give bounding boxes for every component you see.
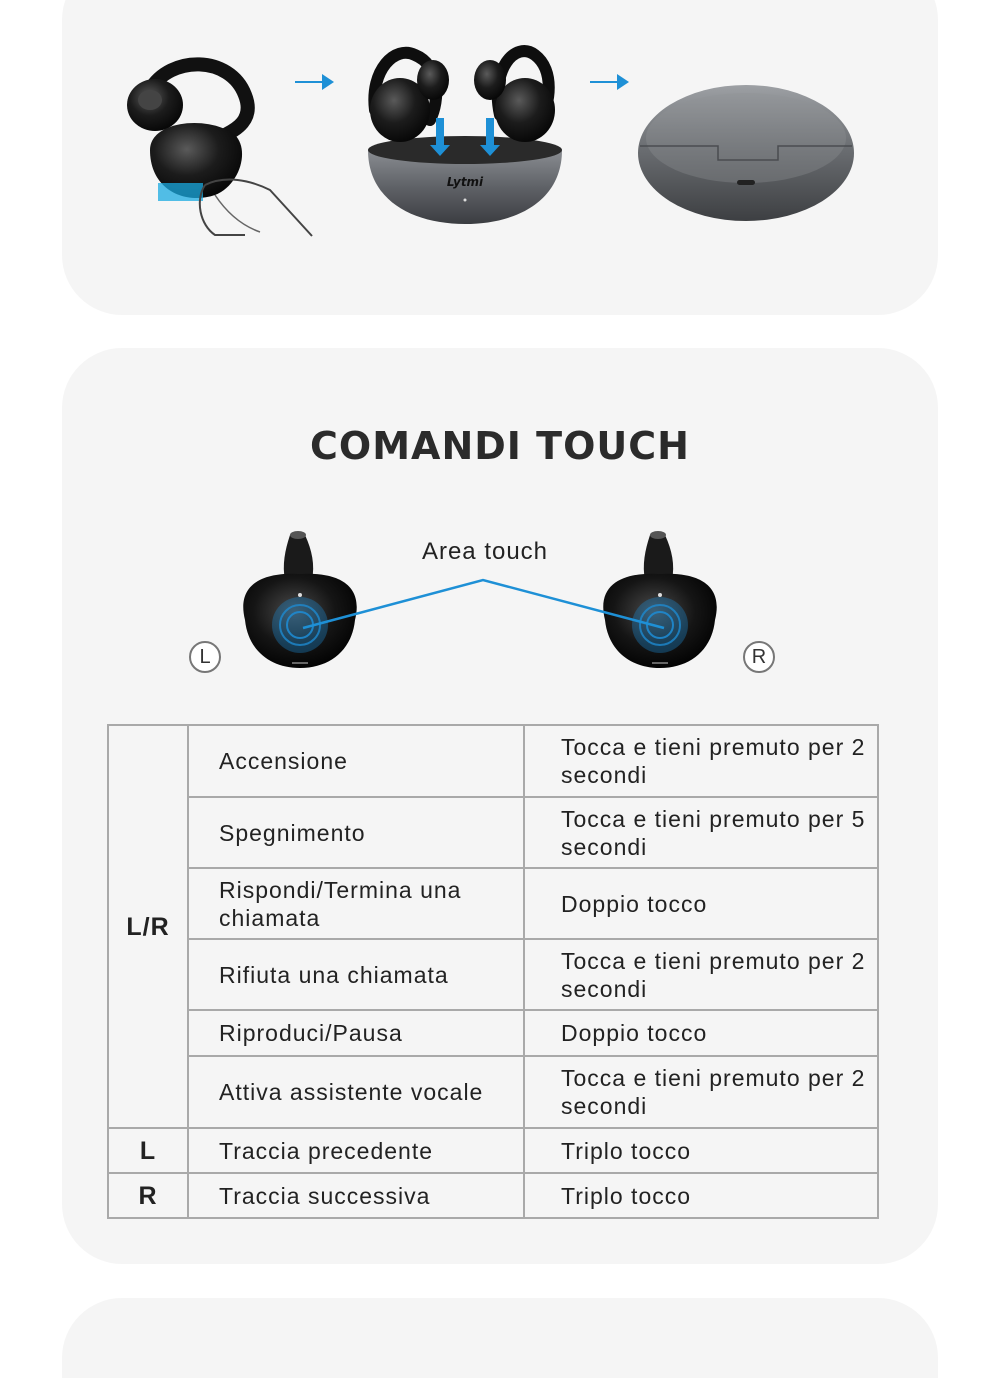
- action-cell: Tocca e tieni premuto per 5 secondi: [523, 796, 879, 869]
- right-earbud: [603, 531, 717, 668]
- side-cell: L/R: [107, 724, 189, 1129]
- action-cell: Tocca e tieni premuto per 2 secondi: [523, 938, 879, 1011]
- side-cell: R: [107, 1172, 189, 1219]
- table-row: Rispondi/Termina una chiamata Doppio toc…: [108, 867, 879, 940]
- table-row: L Traccia precedente Triplo tocco: [107, 1127, 879, 1174]
- table-row: Attiva assistente vocale Tocca e tieni p…: [108, 1055, 879, 1129]
- open-case-figure: Lytmi: [368, 45, 562, 224]
- left-side-badge: L: [189, 641, 221, 673]
- table-row: Spegnimento Tocca e tieni premuto per 5 …: [108, 796, 879, 869]
- touch-area-pointer: [302, 578, 665, 630]
- action-cell: Tocca e tieni premuto per 2 secondi: [523, 724, 879, 798]
- function-cell: Traccia precedente: [187, 1127, 525, 1174]
- touch-commands-table: L/R Accensione Tocca e tieni premuto per…: [107, 724, 879, 1219]
- function-cell: Traccia successiva: [187, 1172, 525, 1219]
- function-cell: Spegnimento: [187, 796, 525, 869]
- action-cell: Doppio tocco: [523, 867, 879, 940]
- action-cell: Doppio tocco: [523, 1009, 879, 1057]
- function-cell: Attiva assistente vocale: [187, 1055, 525, 1129]
- function-cell: Rifiuta una chiamata: [187, 938, 525, 1011]
- right-side-badge: R: [743, 641, 775, 673]
- left-earbud: [243, 531, 357, 668]
- function-cell: Rispondi/Termina una chiamata: [187, 867, 525, 940]
- function-cell: Accensione: [187, 724, 525, 798]
- table-row: R Traccia successiva Triplo tocco: [107, 1172, 879, 1219]
- table-row: L/R Accensione Tocca e tieni premuto per…: [107, 724, 879, 1129]
- touch-area-label: Area touch: [421, 538, 549, 565]
- closed-case-figure: [638, 85, 854, 221]
- table-row: Riproduci/Pausa Doppio tocco: [108, 1009, 879, 1057]
- section-title: COMANDI TOUCH: [310, 424, 690, 468]
- arrow-right-icon: [590, 74, 629, 90]
- case-brand-logo: Lytmi: [447, 175, 484, 189]
- charging-steps-illustration: Lytmi: [127, 45, 854, 237]
- next-card: [62, 1298, 938, 1378]
- earbud-pinch-figure: [127, 57, 313, 237]
- action-cell: Triplo tocco: [523, 1127, 879, 1174]
- action-cell: Tocca e tieni premuto per 2 secondi: [523, 1055, 879, 1129]
- table-row: Rifiuta una chiamata Tocca e tieni premu…: [108, 938, 879, 1011]
- arrow-right-icon: [295, 74, 334, 90]
- function-cell: Riproduci/Pausa: [187, 1009, 525, 1057]
- earbuds-touch-diagram: [243, 531, 717, 668]
- side-cell: L: [107, 1127, 189, 1174]
- action-cell: Triplo tocco: [523, 1172, 879, 1219]
